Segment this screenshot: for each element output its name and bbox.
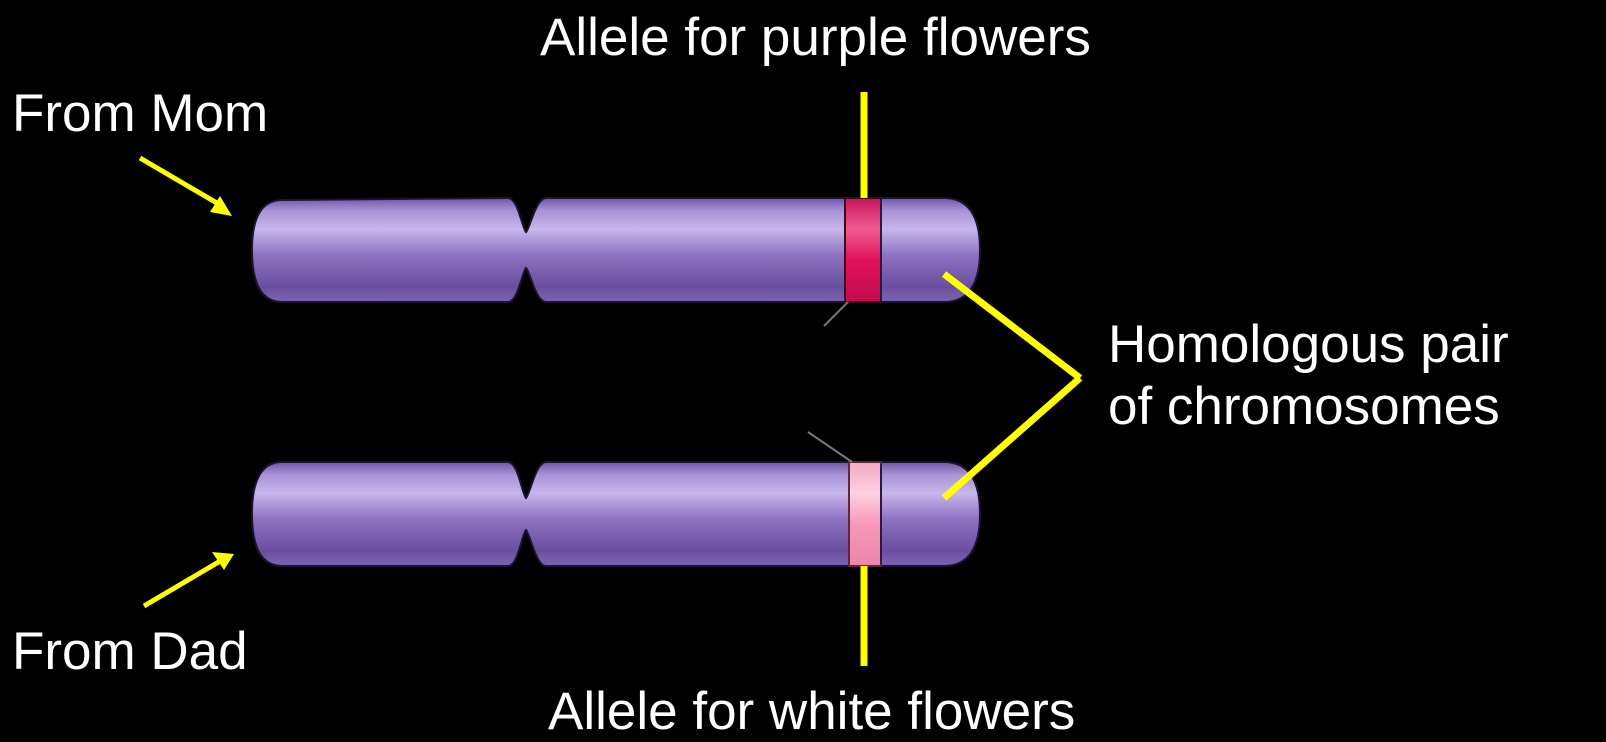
allele-white-band bbox=[849, 462, 881, 566]
allele-white-pointer-tail bbox=[808, 432, 852, 462]
chromosome-mom bbox=[252, 198, 980, 326]
label-homologous-line2: of chromosomes bbox=[1108, 376, 1509, 438]
pointer-homologous-lower bbox=[944, 378, 1080, 498]
allele-purple-pointer-tail bbox=[824, 302, 848, 326]
pointer-homologous-upper bbox=[944, 274, 1080, 378]
label-allele-white-flowers: Allele for white flowers bbox=[548, 682, 1075, 742]
label-homologous-pair: Homologous pair of chromosomes bbox=[1108, 314, 1509, 438]
label-allele-purple-flowers: Allele for purple flowers bbox=[540, 8, 1091, 68]
label-from-mom: From Mom bbox=[12, 84, 268, 144]
label-from-dad: From Dad bbox=[12, 622, 248, 682]
chromosome-dad bbox=[252, 432, 980, 566]
allele-purple-band bbox=[845, 198, 881, 302]
arrow-from-dad bbox=[144, 552, 234, 606]
label-homologous-line1: Homologous pair bbox=[1108, 314, 1509, 376]
arrow-from-mom bbox=[140, 158, 232, 216]
